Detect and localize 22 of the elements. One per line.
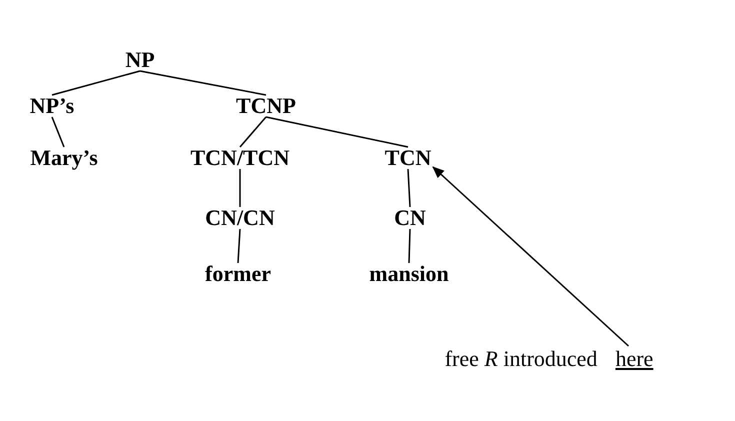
tree-label: Mary’s: [30, 145, 98, 171]
tree-label: TCNP: [236, 93, 296, 119]
tree-label: mansion: [369, 261, 449, 287]
tree-label: NP’s: [30, 93, 74, 119]
tree-branch: [266, 116, 408, 148]
tree-label: CN/CN: [205, 205, 275, 231]
tree-label: former: [205, 261, 271, 287]
tree-branch: [239, 116, 267, 148]
tree-label: TCN: [384, 145, 432, 171]
tree-branch: [237, 228, 241, 264]
tree-branch: [140, 70, 266, 96]
tree-branch: [239, 169, 241, 207]
tree-branch: [51, 116, 65, 148]
tree-branch: [52, 70, 140, 96]
arrow: [432, 166, 629, 347]
tree-label: CN: [394, 205, 426, 231]
tree-label: TCN/TCN: [190, 145, 290, 171]
tree-label: NP: [125, 47, 155, 73]
annotation-text: free R introduced: [444, 346, 598, 372]
tree-branch: [408, 228, 411, 264]
tree-branch: [407, 168, 411, 208]
annotation-link-word: here: [615, 346, 654, 372]
